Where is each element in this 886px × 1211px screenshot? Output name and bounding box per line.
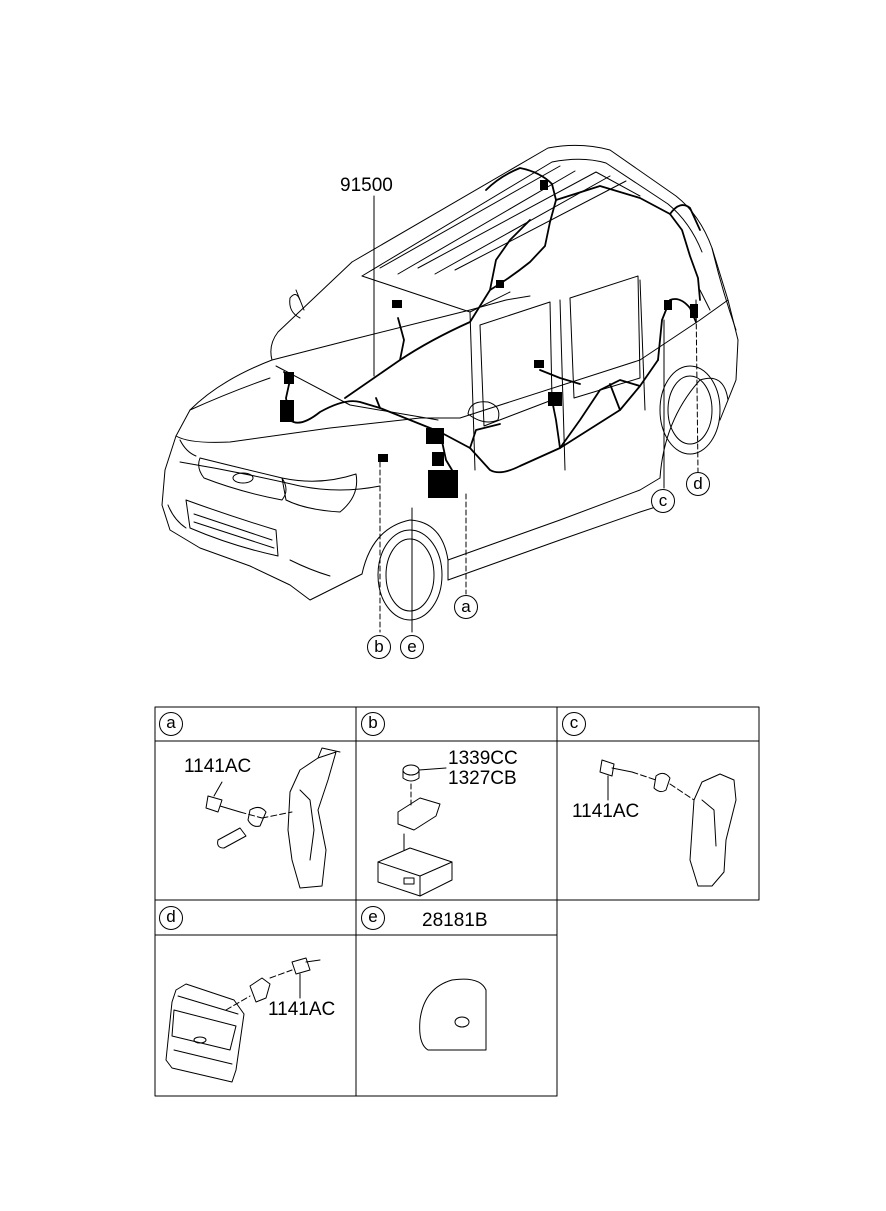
cell-b-part-number-2: 1327CB	[448, 768, 517, 789]
cell-a-part-number: 1141AC	[184, 756, 252, 777]
cell-d-part-number: 1141AC	[268, 999, 336, 1020]
cell-e-art	[419, 978, 487, 1051]
cell-a-art	[205, 747, 341, 889]
cell-b-art	[377, 764, 453, 897]
cell-e-letter: e	[361, 906, 385, 930]
cell-b-letter: b	[361, 712, 385, 736]
callout-b: b	[367, 635, 391, 659]
leader-lines	[373, 195, 699, 633]
cell-c-part-number: 1141AC	[572, 801, 640, 822]
cell-e-part-number: 28181B	[422, 910, 488, 931]
cell-b-part-number-1: 1339CC	[448, 748, 518, 769]
cell-c-art	[599, 759, 737, 887]
callout-d: d	[686, 472, 710, 496]
callout-c: c	[651, 489, 675, 513]
detail-grid	[154, 706, 760, 1097]
car-body-illustration	[161, 144, 739, 621]
cell-d-art	[165, 957, 321, 1083]
harness-connectors	[280, 180, 698, 498]
main-part-number: 91500	[340, 175, 393, 196]
cell-d-letter: d	[159, 906, 183, 930]
callout-e: e	[400, 635, 424, 659]
cell-a-letter: a	[159, 712, 183, 736]
cell-c-letter: c	[562, 712, 586, 736]
callout-a: a	[454, 595, 478, 619]
